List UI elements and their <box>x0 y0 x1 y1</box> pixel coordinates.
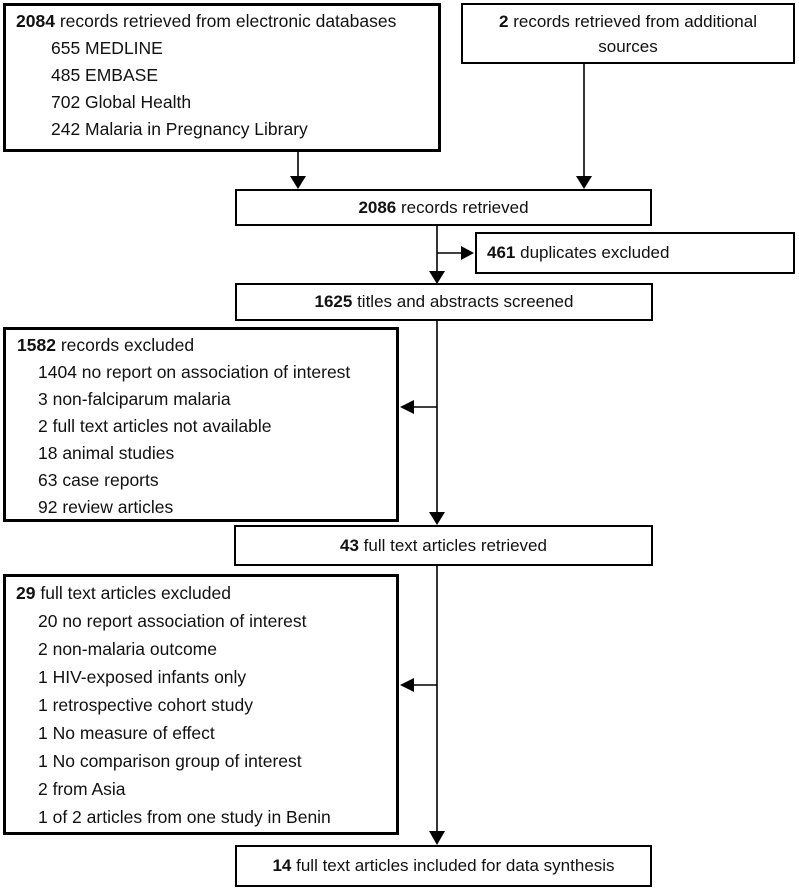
arrow-fulltext-to-included <box>429 564 445 845</box>
arrowhead-left-icon <box>400 400 414 414</box>
arrowhead-down-icon <box>576 176 592 189</box>
electronic-item: 702 Global Health <box>51 92 192 112</box>
retrieved-headline: 2086 records retrieved <box>358 198 528 218</box>
records-excluded-item: 3 non-falciparum malaria <box>38 389 231 409</box>
box-records-excluded: 1582 records excluded 1404 no report on … <box>3 327 399 522</box>
fulltext-excluded-item: 1 of 2 articles from one study in Benin <box>38 807 331 827</box>
box-records-retrieved: 2086 records retrieved <box>235 189 652 226</box>
box-included-synthesis: 14 full text articles included for data … <box>235 845 652 887</box>
records-excluded-item: 92 review articles <box>38 497 174 517</box>
fulltext-excluded-item: 1 No measure of effect <box>38 723 215 743</box>
box-fulltext-excluded: 29 full text articles excluded 20 no rep… <box>3 574 399 835</box>
fulltext-excluded-item: 1 retrospective cohort study <box>38 695 253 715</box>
box-fulltext-retrieved: 43 full text articles retrieved <box>234 525 653 566</box>
electronic-item: 655 MEDLINE <box>51 38 163 58</box>
records-excluded-count: 1582 <box>17 335 56 355</box>
arrowhead-left-icon <box>400 678 414 692</box>
fulltext-excluded-item: 1 No comparison group of interest <box>38 751 302 771</box>
records-excluded-item: 63 case reports <box>38 470 159 490</box>
retrieved-count: 2086 <box>358 197 397 217</box>
fulltext-retrieved-count: 43 <box>340 535 359 555</box>
fulltext-excluded-item: 2 from Asia <box>38 779 126 799</box>
arrow-fulltext-to-fulltext-excluded <box>400 678 437 692</box>
box-additional-sources: 2 records retrieved from additional sour… <box>461 3 795 64</box>
records-excluded-item: 18 animal studies <box>38 443 175 463</box>
arrowhead-right-icon <box>461 246 474 260</box>
box-duplicates-excluded: 461 duplicates excluded <box>475 232 795 274</box>
arrow-additional-to-retrieved <box>576 64 592 189</box>
box-titles-screened: 1625 titles and abstracts screened <box>235 283 653 321</box>
screened-headline: 1625 titles and abstracts screened <box>315 292 574 312</box>
screened-count: 1625 <box>314 292 353 311</box>
electronic-item: 242 Malaria in Pregnancy Library <box>51 119 308 139</box>
electronic-label: records retrieved from electronic databa… <box>59 11 397 31</box>
arrowhead-down-icon <box>429 831 445 845</box>
fulltext-excluded-item: 20 no report association of interest <box>38 611 307 631</box>
duplicates-count: 461 <box>487 243 516 262</box>
duplicates-label: duplicates excluded <box>520 243 670 262</box>
retrieved-label: records retrieved <box>401 197 529 217</box>
fulltext-retrieved-headline: 43 full text articles retrieved <box>340 536 547 556</box>
electronic-item: 485 EMBASE <box>51 65 158 85</box>
included-count: 14 <box>272 856 292 875</box>
arrow-retrieved-to-duplicates <box>437 246 474 260</box>
screened-label: titles and abstracts screened <box>357 292 574 311</box>
fulltext-excluded-item: 1 HIV-exposed infants only <box>38 667 247 687</box>
fulltext-excluded-headline: 29 full text articles excluded <box>16 579 392 607</box>
additional-count: 2 <box>499 11 509 31</box>
fulltext-retrieved-label: full text articles retrieved <box>363 535 547 555</box>
records-excluded-headline: 1582 records excluded <box>17 332 392 359</box>
records-excluded-item: 2 full text articles not available <box>38 416 272 436</box>
arrow-electronic-to-retrieved <box>290 152 306 189</box>
arrow-retrieved-to-screened <box>429 225 445 284</box>
arrow-screened-to-fulltext <box>429 321 445 525</box>
box-electronic-databases: 2084 records retrieved from electronic d… <box>3 3 441 152</box>
fulltext-excluded-label: full text articles excluded <box>40 583 231 603</box>
additional-label: records retrieved from additional source… <box>513 11 757 56</box>
arrowhead-down-icon <box>290 176 306 189</box>
fulltext-excluded-item: 2 non-malaria outcome <box>38 639 217 659</box>
additional-headline: 2 records retrieved from additional sour… <box>475 9 781 59</box>
included-headline: 14 full text articles included for data … <box>272 856 614 876</box>
arrowhead-down-icon <box>429 271 445 284</box>
records-excluded-item: 1404 no report on association of interes… <box>38 362 351 382</box>
included-label: full text articles included for data syn… <box>296 856 615 875</box>
records-excluded-label: records excluded <box>60 335 195 355</box>
duplicates-headline: 461 duplicates excluded <box>487 243 669 263</box>
electronic-count: 2084 <box>16 11 55 31</box>
arrowhead-down-icon <box>429 512 445 525</box>
fulltext-excluded-count: 29 <box>16 583 36 603</box>
arrow-screened-to-records-excluded <box>400 400 437 414</box>
electronic-headline: 2084 records retrieved from electronic d… <box>16 8 434 35</box>
